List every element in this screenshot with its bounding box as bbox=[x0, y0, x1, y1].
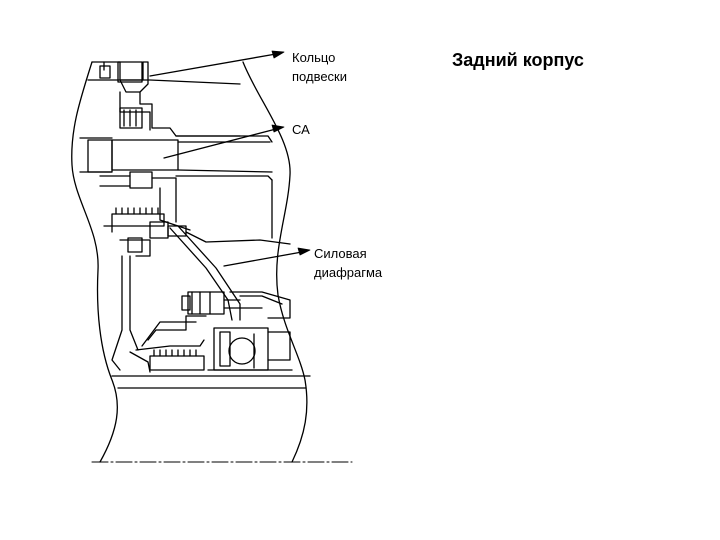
slide-title: Задний корпус bbox=[452, 50, 584, 70]
label-nozzle-guide-vane: СА bbox=[292, 120, 310, 139]
labyrinth-seal-upper bbox=[111, 207, 165, 227]
hanger-bolt-middle bbox=[129, 171, 153, 189]
left-section-outline bbox=[71, 61, 118, 463]
label-nozzle-guide-vane-line1: СА bbox=[292, 122, 310, 137]
arrowhead-nozzle-guide-vane bbox=[271, 124, 285, 133]
label-suspension-ring: Кольцо подвески bbox=[292, 48, 347, 86]
nozzle-guide-vane-block bbox=[111, 139, 179, 171]
leader-nozzle-guide-vane bbox=[163, 128, 277, 159]
bearing-roller bbox=[228, 337, 256, 365]
right-section-outline bbox=[242, 61, 308, 463]
power-diaphragm-inner bbox=[177, 225, 241, 321]
bearing-bolt-assembly bbox=[187, 291, 225, 315]
label-power-diaphragm: Силовая диафрагма bbox=[314, 244, 382, 282]
label-suspension-ring-line2: подвески bbox=[292, 69, 348, 84]
label-suspension-ring-line1: Кольцо bbox=[292, 50, 336, 65]
label-power-diaphragm-line2: диафрагма bbox=[314, 265, 383, 280]
arrowhead-power-diaphragm bbox=[297, 247, 311, 256]
suspension-ring-bolt bbox=[117, 61, 143, 83]
label-power-diaphragm-line1: Силовая bbox=[314, 246, 367, 261]
power-diaphragm-outer bbox=[169, 227, 233, 321]
hanger-bolt-upper bbox=[119, 107, 143, 129]
leader-suspension-ring bbox=[149, 53, 277, 77]
leader-power-diaphragm bbox=[223, 251, 303, 267]
arrowhead-suspension-ring bbox=[271, 50, 285, 59]
hanger-bolt-lower bbox=[149, 221, 169, 239]
labyrinth-seal-lower bbox=[149, 349, 205, 371]
